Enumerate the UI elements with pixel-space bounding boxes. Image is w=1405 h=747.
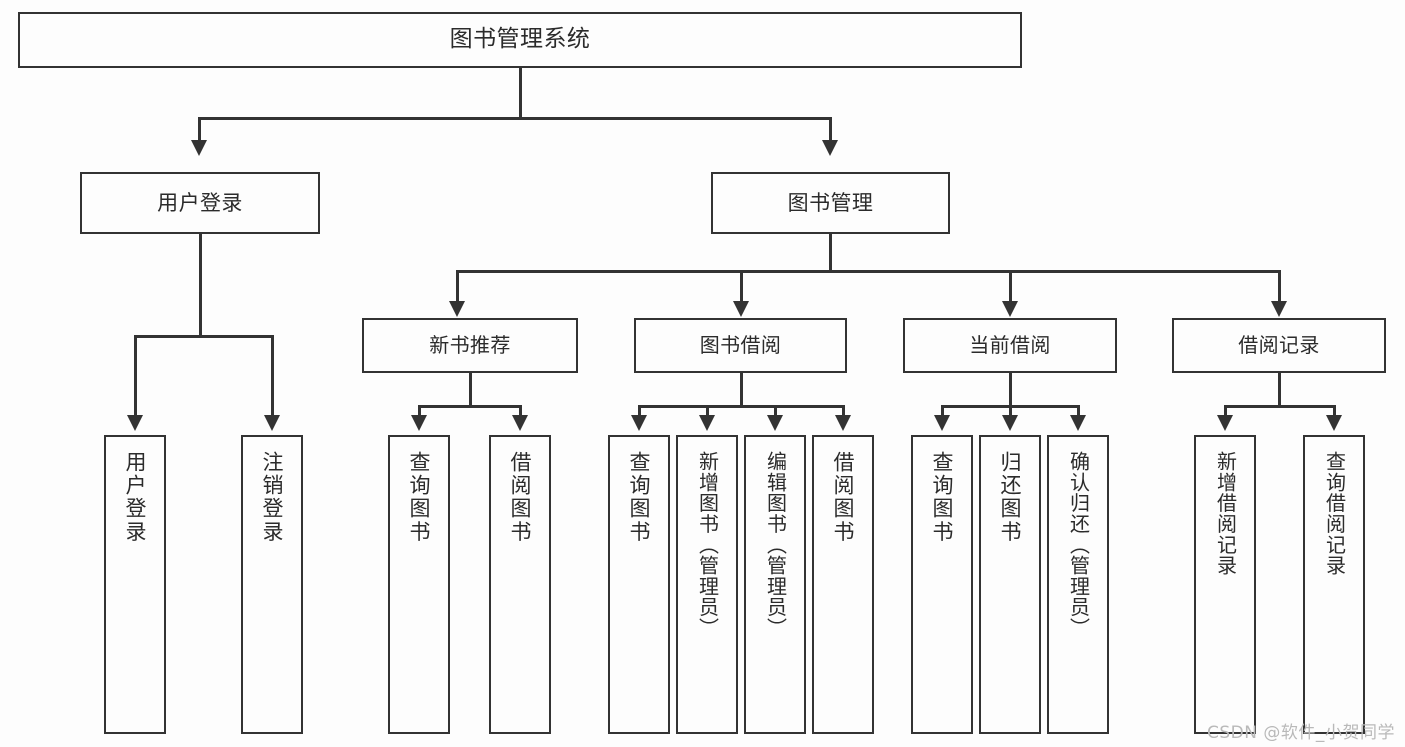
node-label: 查询图书 — [930, 451, 955, 544]
leaf-query-book-new[interactable]: 查询图书 — [388, 435, 450, 734]
arrowhead-leaf-cb-1 — [934, 415, 950, 431]
node-label: 用户登录 — [157, 190, 243, 215]
connector-user-login-trunk — [199, 234, 202, 335]
connector-book-borrow-bus — [638, 405, 843, 408]
leaf-return-book[interactable]: 归还图书 — [979, 435, 1041, 734]
leaf-query-book-borrow[interactable]: 查询图书 — [608, 435, 670, 734]
node-label: 新书推荐 — [429, 332, 511, 357]
connector-br-drop-2 — [1333, 405, 1336, 416]
connector-borrow-record-trunk — [1278, 373, 1281, 405]
arrowhead-leaf-new-book-2 — [512, 415, 528, 431]
connector-book-borrow-trunk — [740, 373, 743, 405]
arrowhead-current-borrow — [1002, 301, 1018, 317]
connector-bm-drop-1 — [456, 270, 459, 302]
leaf-edit-book-admin[interactable]: 编辑图书（管理员） — [744, 435, 806, 734]
leaf-logout[interactable]: 注销登录 — [241, 435, 303, 734]
node-label: 查询图书 — [627, 451, 652, 544]
node-root-system[interactable]: 图书管理系统 — [18, 12, 1022, 68]
arrowhead-book-borrow — [733, 301, 749, 317]
node-label: 归还图书 — [998, 451, 1023, 544]
node-label: 查询借阅记录 — [1322, 451, 1347, 576]
arrowhead-leaf-br-1 — [1217, 415, 1233, 431]
leaf-add-borrow-record[interactable]: 新增借阅记录 — [1194, 435, 1256, 734]
arrowhead-new-book — [449, 301, 465, 317]
arrowhead-leaf-user-login-2 — [264, 415, 280, 431]
node-label: 注销登录 — [260, 451, 285, 544]
arrowhead-leaf-new-book-1 — [411, 415, 427, 431]
node-label: 确认归还（管理员） — [1066, 451, 1091, 639]
connector-cb-drop-2 — [1009, 405, 1012, 416]
node-label: 借阅记录 — [1238, 332, 1320, 357]
arrowhead-leaf-cb-3 — [1070, 415, 1086, 431]
connector-borrow-record-bus — [1224, 405, 1335, 408]
leaf-user-login[interactable]: 用户登录 — [104, 435, 166, 734]
connector-new-book-bus — [418, 405, 521, 408]
node-label: 图书管理 — [787, 190, 874, 215]
arrowhead-leaf-cb-2 — [1002, 415, 1018, 431]
leaf-query-book-current[interactable]: 查询图书 — [911, 435, 973, 734]
leaf-query-borrow-record[interactable]: 查询借阅记录 — [1303, 435, 1365, 734]
connector-cb-drop-1 — [941, 405, 944, 416]
arrowhead-leaf-br-2 — [1326, 415, 1342, 431]
arrowhead-book-management — [822, 140, 838, 156]
node-book-management[interactable]: 图书管理 — [711, 172, 950, 234]
connector-book-management-trunk — [829, 234, 832, 270]
arrowhead-leaf-bb-4 — [835, 415, 851, 431]
arrowhead-leaf-bb-2 — [699, 415, 715, 431]
leaf-confirm-return-admin[interactable]: 确认归还（管理员） — [1047, 435, 1109, 734]
connector-br-drop-1 — [1224, 405, 1227, 416]
arrowhead-user-login — [191, 140, 207, 156]
node-label: 编辑图书（管理员） — [763, 451, 788, 639]
arrowhead-borrow-record — [1271, 301, 1287, 317]
connector-current-borrow-trunk — [1009, 373, 1012, 405]
node-label: 借阅图书 — [508, 451, 533, 544]
node-borrow-record[interactable]: 借阅记录 — [1172, 318, 1386, 373]
node-label: 查询图书 — [407, 451, 432, 544]
connector-new-book-drop-2 — [519, 405, 522, 416]
connector-user-login-drop-2 — [271, 335, 274, 416]
node-label: 新增图书（管理员） — [695, 451, 720, 639]
leaf-add-book-admin[interactable]: 新增图书（管理员） — [676, 435, 738, 734]
node-label: 图书借阅 — [699, 332, 782, 357]
connector-root-drop-right — [829, 117, 832, 141]
connector-bb-drop-2 — [706, 405, 709, 416]
csdn-watermark: CSDN @软件_小贺同学 — [1206, 723, 1395, 743]
connector-user-login-bus — [134, 335, 273, 338]
connector-bm-drop-2 — [740, 270, 743, 302]
connector-bm-drop-4 — [1278, 270, 1281, 302]
node-label: 借阅图书 — [831, 451, 856, 544]
arrowhead-leaf-user-login-1 — [127, 415, 143, 431]
arrowhead-leaf-bb-1 — [631, 415, 647, 431]
connector-root-bus — [198, 117, 831, 120]
connector-book-management-bus — [456, 270, 1280, 273]
node-user-login[interactable]: 用户登录 — [80, 172, 320, 234]
node-label: 当前借阅 — [969, 332, 1051, 357]
connector-bm-drop-3 — [1009, 270, 1012, 302]
connector-root-trunk — [519, 68, 522, 117]
connector-bb-drop-4 — [842, 405, 845, 416]
connector-root-drop-left — [198, 117, 201, 141]
node-label: 图书管理系统 — [449, 26, 591, 53]
connector-new-book-trunk — [469, 373, 472, 405]
leaf-borrow-book-new[interactable]: 借阅图书 — [489, 435, 551, 734]
connector-bb-drop-1 — [638, 405, 641, 416]
connector-new-book-drop-1 — [418, 405, 421, 416]
node-label: 新增借阅记录 — [1213, 451, 1238, 576]
connector-bb-drop-3 — [774, 405, 777, 416]
arrowhead-leaf-bb-3 — [767, 415, 783, 431]
node-current-borrow[interactable]: 当前借阅 — [903, 318, 1117, 373]
connector-user-login-drop-1 — [134, 335, 137, 416]
node-new-book-recommend[interactable]: 新书推荐 — [362, 318, 578, 373]
connector-cb-drop-3 — [1077, 405, 1080, 416]
node-book-borrow[interactable]: 图书借阅 — [634, 318, 847, 373]
node-label: 用户登录 — [123, 451, 148, 544]
leaf-borrow-book[interactable]: 借阅图书 — [812, 435, 874, 734]
